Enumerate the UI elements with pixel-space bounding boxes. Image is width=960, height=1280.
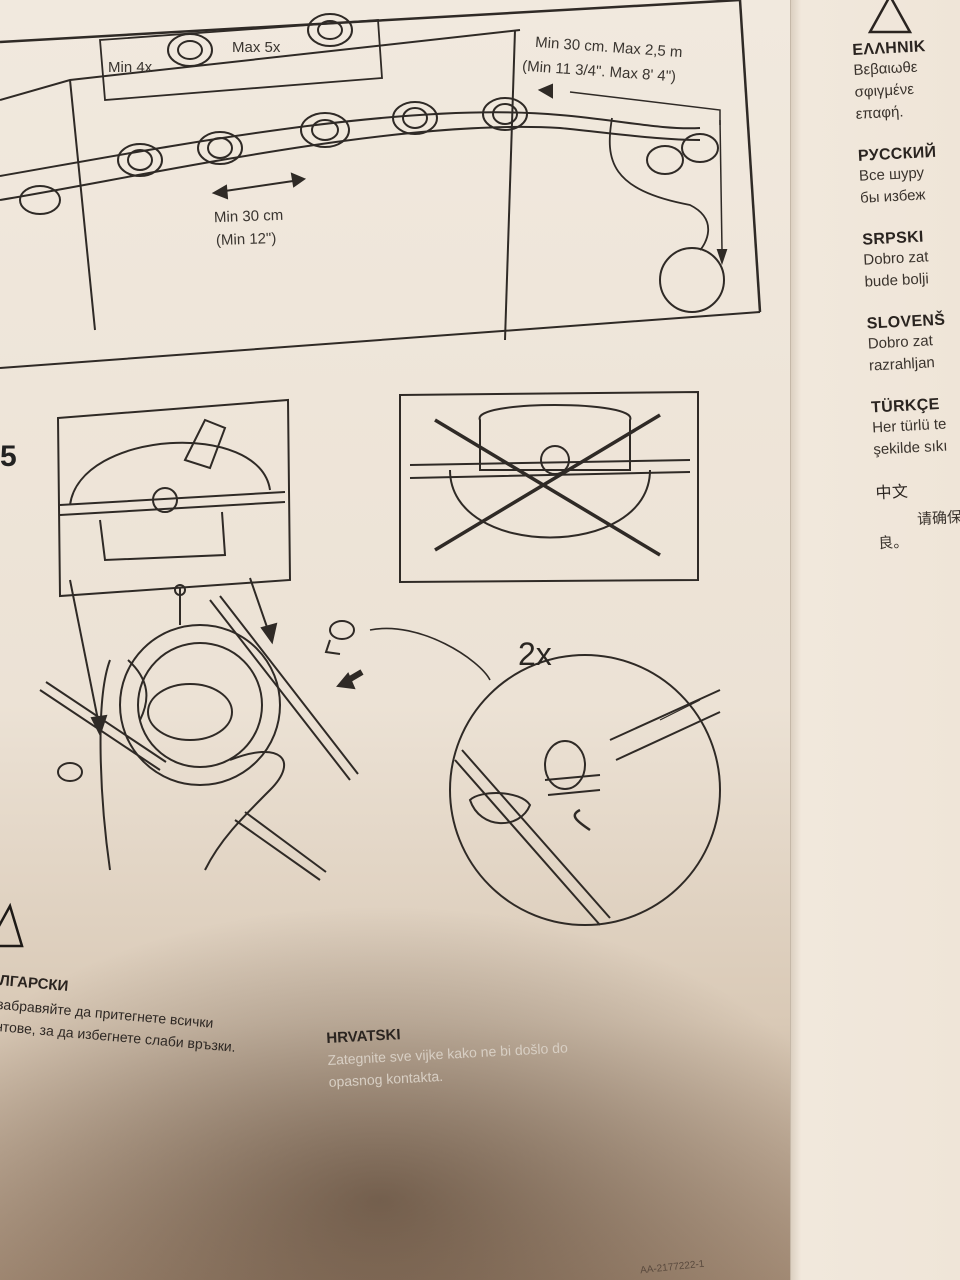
repeat-count: 2x bbox=[518, 636, 552, 672]
lang-line: şekilde sıkı bbox=[872, 437, 948, 459]
lang-block-russian: РУССКИЙ Все шуру бы избеж bbox=[858, 143, 946, 209]
lang-line: 良。 bbox=[877, 533, 909, 553]
lang-block-chinese: 中文 请确保 良。 bbox=[875, 475, 960, 555]
max-count-label: Max 5x bbox=[232, 39, 281, 56]
spacing-imperial-label: (Min 12") bbox=[215, 229, 277, 250]
facing-page bbox=[790, 0, 960, 1280]
lang-line: бы избеж bbox=[859, 186, 926, 207]
lang-heading: 中文 bbox=[875, 483, 909, 503]
lang-line: επαφή. bbox=[855, 103, 904, 123]
lang-line: 请确保 bbox=[916, 508, 960, 529]
lang-block-slovenian: SLOVENŠ Dobro zat razrahljan bbox=[866, 311, 954, 377]
lang-block-greek: ΕΛΛΗΝΙΚ Βεβαιωθε σφιγμένε επαφή. bbox=[852, 38, 941, 126]
step-number: 5 bbox=[0, 440, 17, 473]
warning-triangle-icon-bottom bbox=[0, 902, 24, 948]
min-count-label: Min 4x bbox=[108, 59, 153, 76]
spacing-metric-label: Min 30 cm bbox=[213, 206, 284, 227]
lang-block-serbian: SRPSKI Dobro zat bude bolji bbox=[862, 227, 950, 293]
lang-block-turkish: TÜRKÇE Her türlü te şekilde sıkı bbox=[871, 395, 959, 461]
lang-line: razrahljan bbox=[868, 354, 936, 375]
lang-line: bude bolji bbox=[864, 270, 930, 291]
warning-triangle-icon bbox=[867, 0, 913, 34]
